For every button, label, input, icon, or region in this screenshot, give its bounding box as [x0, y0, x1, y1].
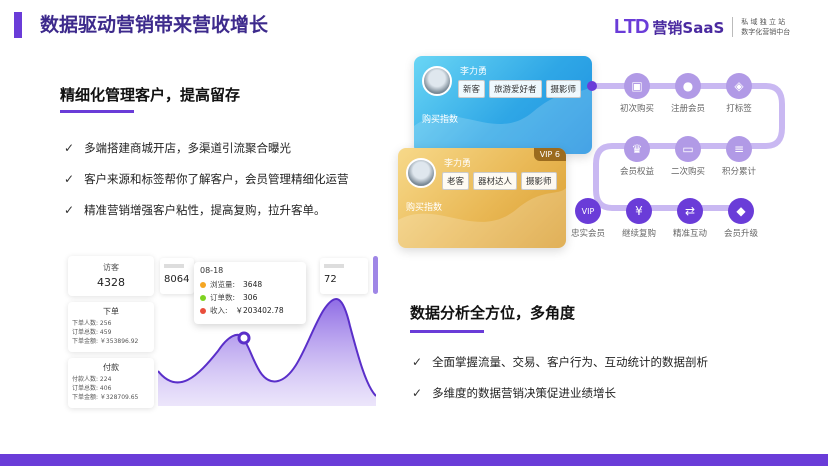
member-tag: 新客	[458, 80, 486, 98]
list-item: ✓客户来源和标签帮你了解客户，会员管理精细化运营	[64, 171, 349, 186]
member-card-blue: 李力勇 新客 旅游爱好者 摄影师 购买指数	[414, 56, 592, 154]
list-item: ✓多维度的数据营销决策促进业绩增长	[412, 385, 617, 400]
title-accent-bar	[14, 12, 22, 38]
member-tag: 老客	[442, 172, 470, 190]
chart-tooltip: 08-18 浏览量: 3648 订单数: 306 收入: ￥203402.78	[194, 262, 306, 324]
list-item: ✓精准营销增强客户粘性，提高复购，拉升客单。	[64, 202, 326, 217]
check-icon: ✓	[412, 385, 423, 400]
member-name: 李力勇	[444, 159, 472, 169]
brand: LTD 营销SaaS 私 域 独 立 站 数字化营销中台	[614, 14, 790, 40]
section2-underline	[410, 330, 484, 333]
member-tag: 旅游爱好者	[489, 80, 542, 98]
member-tag: 摄影师	[521, 172, 557, 190]
journey-step-repurchase: ¥ 继续复购	[614, 198, 664, 239]
metric-chip: 8064	[160, 258, 194, 294]
metric-chip: 72	[320, 258, 368, 294]
member-tag: 器材达人	[473, 172, 518, 190]
section1-underline	[60, 110, 134, 113]
vip-badge: VIP 6	[533, 148, 566, 161]
bag-icon: ▣	[624, 73, 650, 99]
legend-dot	[200, 294, 206, 301]
brand-name: 营销SaaS	[652, 18, 725, 37]
member-tags: 老客 器材达人 摄影师	[442, 172, 557, 190]
visitor-label: 访客	[103, 263, 119, 272]
journey-step-points: ≡ 积分累计	[714, 136, 764, 177]
member-tags: 新客 旅游爱好者 摄影师	[458, 80, 582, 98]
exchange-icon: ⇄	[677, 198, 703, 224]
tooltip-date: 08-18	[200, 266, 224, 275]
tooltip-row: 浏览量: 3648	[200, 278, 300, 291]
check-icon: ✓	[412, 354, 423, 369]
page-title: 数据驱动营销带来营收增长	[40, 14, 269, 36]
payment-card: 付款 付款人数: 224 订单总数: 406 下单金额: ￥328709.65	[68, 358, 154, 408]
journey-step-second-purchase: ▭ 二次购买	[663, 136, 713, 177]
legend-dot	[200, 281, 206, 288]
tooltip-row: 收入: ￥203402.78	[200, 304, 300, 317]
journey-step-upgrade: ◆ 会员升级	[716, 198, 766, 239]
avatar	[422, 66, 452, 96]
check-icon: ✓	[64, 171, 75, 186]
member-card-gold: VIP 6 李力勇 老客 器材达人 摄影师 购买指数	[398, 148, 566, 248]
wallet-icon: ▭	[675, 136, 701, 162]
card-wave	[414, 86, 592, 154]
journey-step-loyal: VIP 忠实会员	[563, 198, 613, 239]
visitor-value: 4328	[97, 276, 125, 289]
list-item: ✓全面掌握流量、交易、客户行为、互动统计的数据剖析	[412, 354, 709, 369]
check-icon: ✓	[64, 140, 75, 155]
list-item: ✓多端搭建商城开店，多渠道引流聚合曝光	[64, 140, 292, 155]
yen-icon: ¥	[626, 198, 652, 224]
check-icon: ✓	[64, 202, 75, 217]
visitor-card: 访客 4328	[68, 256, 154, 296]
member-name: 李力勇	[460, 67, 488, 77]
vip-icon: VIP	[575, 198, 601, 224]
journey-step-register: ● 注册会员	[663, 73, 713, 114]
tooltip-row: 订单数: 306	[200, 291, 300, 304]
journey-step-interaction: ⇄ 精准互动	[665, 198, 715, 239]
section2-title: 数据分析全方位，多角度	[410, 304, 576, 322]
legend-dot	[200, 307, 206, 314]
section1-title: 精细化管理客户，提高留存	[60, 86, 241, 104]
section2-bullets: ✓全面掌握流量、交易、客户行为、互动统计的数据剖析 ✓多维度的数据营销决策促进业…	[412, 346, 708, 408]
journey-step-first-purchase: ▣ 初次购买	[612, 73, 662, 114]
footer-bar	[0, 454, 828, 466]
chart-line	[158, 298, 376, 397]
chart-area	[158, 299, 376, 406]
brand-divider	[732, 17, 734, 37]
member-tag: 摄影师	[545, 80, 582, 98]
journey-step-tag: ◈ 打标签	[714, 73, 764, 114]
purchase-index-label: 购买指数	[406, 203, 443, 213]
brand-subtitle: 私 域 独 立 站 数字化营销中台	[741, 18, 791, 36]
diamond-icon: ◆	[728, 198, 754, 224]
user-icon: ●	[675, 73, 701, 99]
chart-highlight-point	[237, 331, 251, 345]
crown-icon: ♛	[624, 136, 650, 162]
card-wave	[398, 188, 566, 248]
section1-bullets: ✓多端搭建商城开店，多渠道引流聚合曝光 ✓客户来源和标签帮你了解客户，会员管理精…	[64, 132, 349, 225]
purchase-index-label: 购买指数	[422, 115, 459, 125]
journey-step-benefits: ♛ 会员权益	[612, 136, 662, 177]
avatar	[406, 158, 436, 188]
order-card: 下单 下单人数: 256 订单总数: 459 下单金额: ￥353896.92	[68, 302, 154, 352]
scrollbar[interactable]	[373, 256, 378, 294]
brand-logo: LTD	[614, 15, 649, 38]
coin-stack-icon: ≡	[726, 136, 752, 162]
trend-chart	[158, 298, 376, 406]
tag-icon: ◈	[726, 73, 752, 99]
